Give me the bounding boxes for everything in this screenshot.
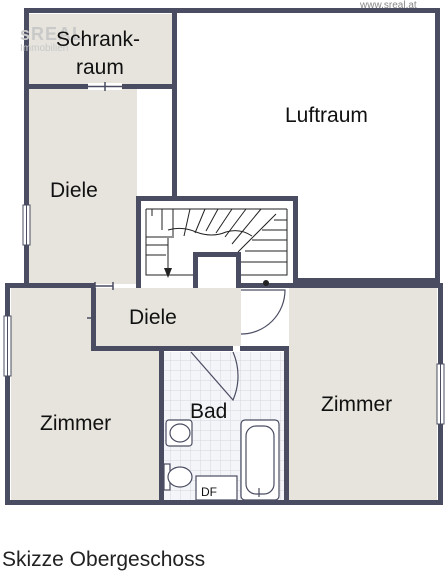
schrankraum-floor <box>29 14 172 84</box>
logo-sub: Immobilien <box>20 43 69 54</box>
room-label-diele-upper: Diele <box>50 179 98 202</box>
windows <box>3 204 445 425</box>
room-label-zimmer-left: Zimmer <box>40 412 112 435</box>
room-label-luftraum: Luftraum <box>285 104 368 127</box>
room-label-schrankraum-1: Schrank- <box>56 28 141 51</box>
watermark: www.sreal.at <box>360 0 417 11</box>
stair-floor <box>141 201 293 283</box>
diele-upper-floor <box>29 89 137 284</box>
bathroom-fixtures <box>163 419 280 501</box>
toilet-bowl <box>167 466 193 488</box>
df-label: DF <box>201 485 217 499</box>
logo-brand: sREAL <box>20 24 85 44</box>
room-label-diele-lower: Diele <box>129 306 177 329</box>
logo: sREAL Immobilien <box>20 24 84 54</box>
bathtub-inner <box>245 425 275 495</box>
room-label-bad: Bad <box>190 400 228 423</box>
walls <box>5 8 443 505</box>
caption: Skizze Obergeschoss <box>2 548 206 571</box>
door-swings <box>190 289 286 402</box>
room-label-zimmer-right: Zimmer <box>321 393 393 416</box>
zimmer-right-floor <box>289 288 437 500</box>
room-label-schrankraum-2: raum <box>76 56 124 79</box>
door-markers <box>87 82 122 319</box>
diele-lower-floor <box>91 288 241 346</box>
df-box <box>195 475 238 501</box>
staircase <box>145 208 288 286</box>
